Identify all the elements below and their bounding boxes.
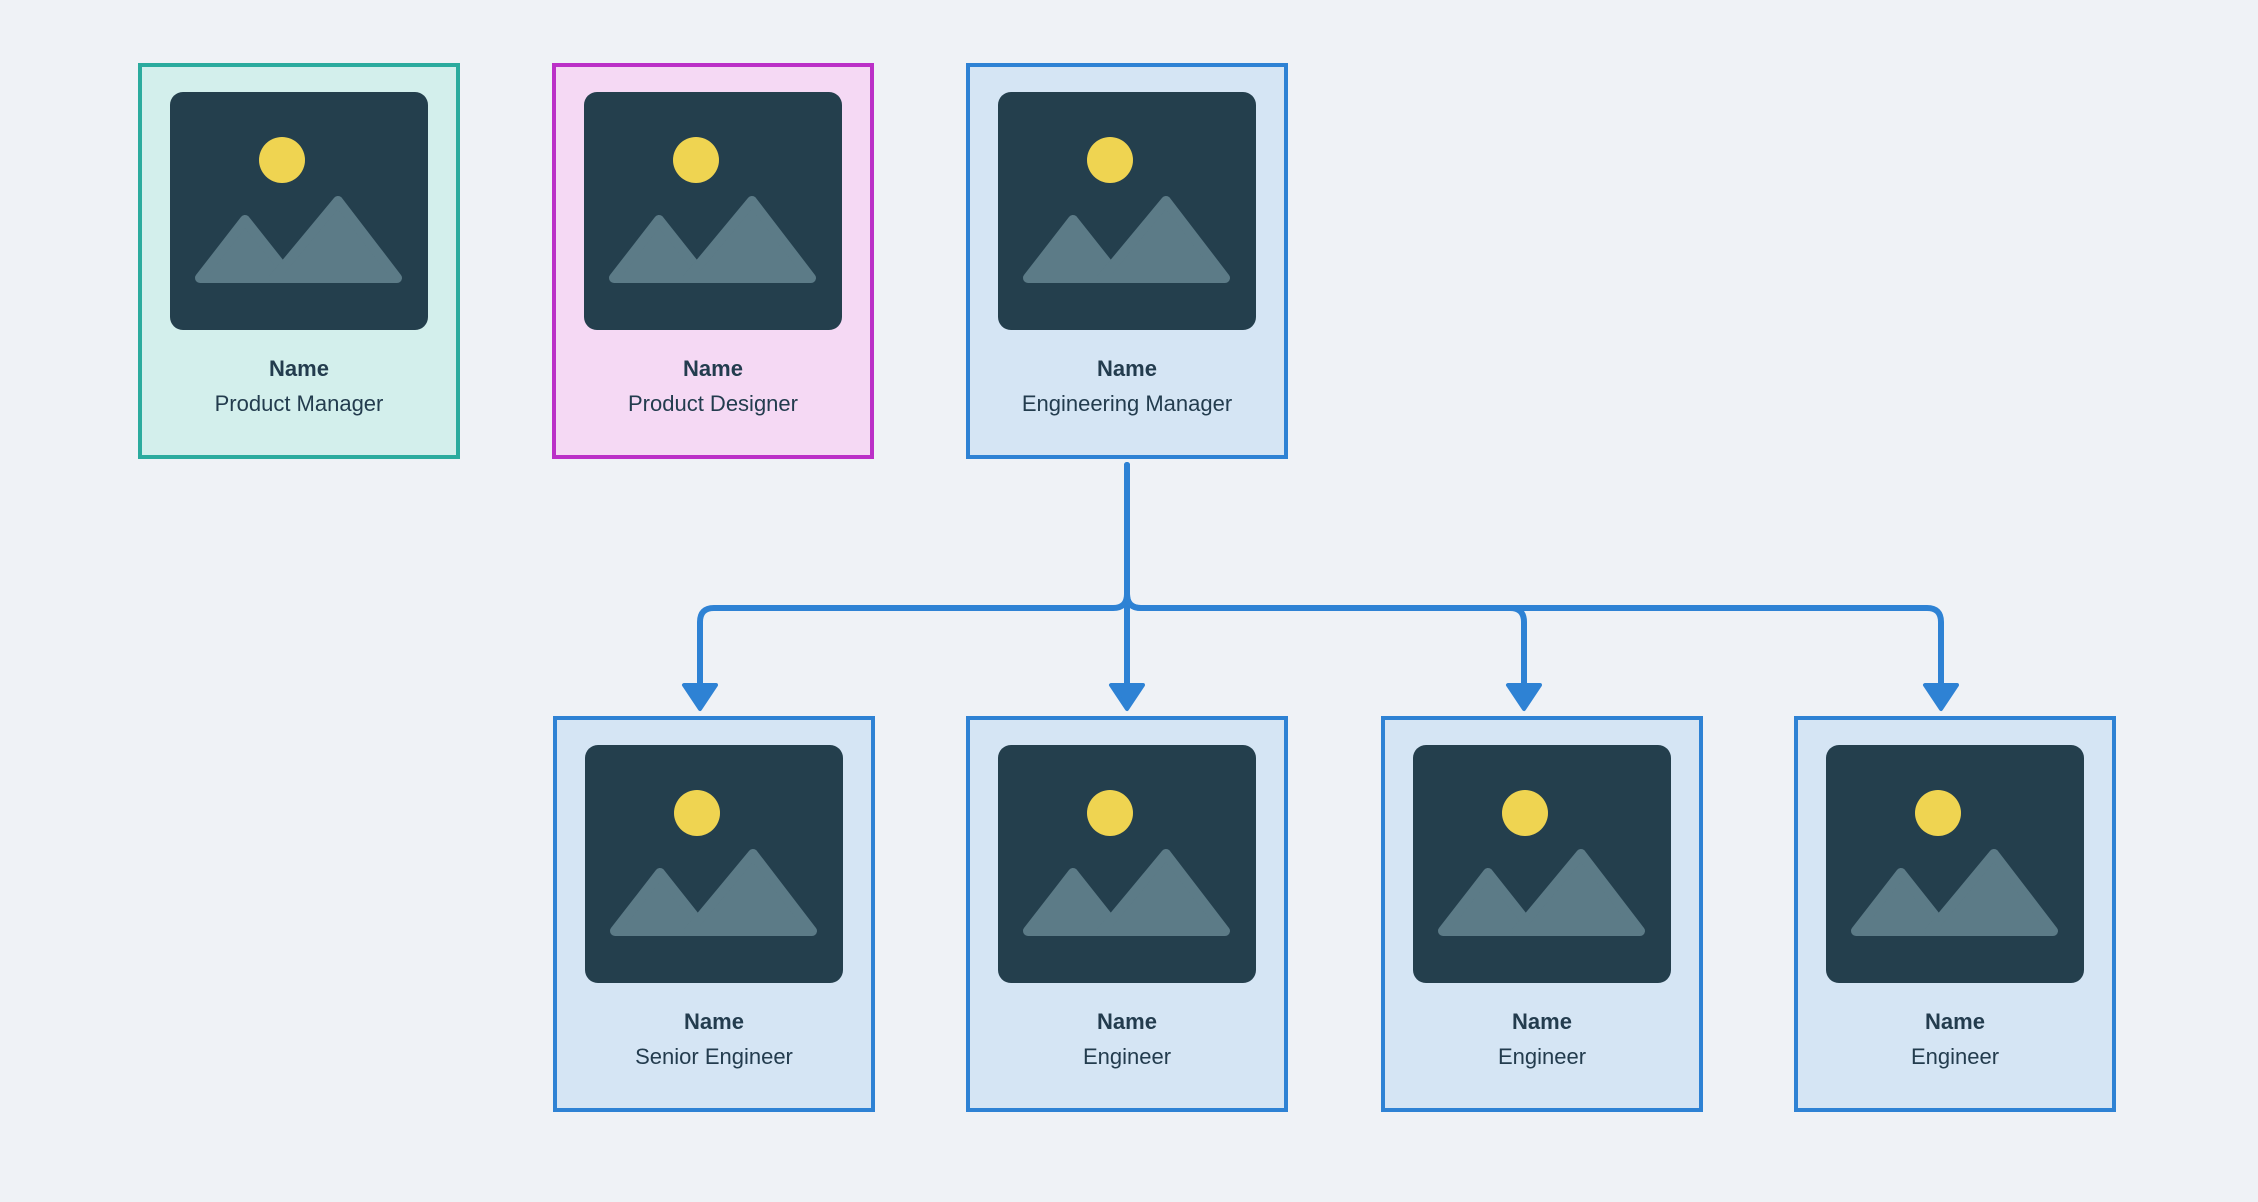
arrowhead-icon xyxy=(682,683,718,711)
person-name: Name xyxy=(684,1009,744,1034)
org-card-engineering-manager[interactable]: Name Engineering Manager xyxy=(966,63,1288,459)
person-role: Engineer xyxy=(1910,1044,2000,1069)
person-role: Product Manager xyxy=(214,391,384,416)
person-name: Name xyxy=(683,356,743,381)
person-role: Engineer xyxy=(1082,1044,1172,1069)
arrowhead-icon xyxy=(1506,683,1542,711)
org-card-engineer-3[interactable]: Name Engineer xyxy=(1794,716,2116,1112)
person-name: Name xyxy=(1925,1009,1985,1034)
image-placeholder-icon xyxy=(170,92,428,330)
org-card-senior-engineer[interactable]: Name Senior Engineer xyxy=(553,716,875,1112)
photo-placeholder xyxy=(585,745,843,983)
person-name: Name xyxy=(1512,1009,1572,1034)
image-placeholder-icon xyxy=(1413,745,1671,983)
org-card-product-manager[interactable]: Name Product Manager xyxy=(138,63,460,459)
image-placeholder-icon xyxy=(584,92,842,330)
arrowhead-icon xyxy=(1109,683,1145,711)
person-role: Engineer xyxy=(1497,1044,1587,1069)
person-role: Engineering Manager xyxy=(1021,391,1233,416)
person-name: Name xyxy=(1097,1009,1157,1034)
photo-placeholder xyxy=(998,745,1256,983)
person-role: Product Designer xyxy=(628,391,798,416)
person-name: Name xyxy=(1097,356,1157,381)
arrowhead-icon xyxy=(1923,683,1959,711)
connector-to-engineer-2 xyxy=(1124,462,1527,689)
photo-placeholder xyxy=(1413,745,1671,983)
image-placeholder-icon xyxy=(998,745,1256,983)
org-card-product-designer[interactable]: Name Product Designer xyxy=(552,63,874,459)
org-card-engineer-1[interactable]: Name Engineer xyxy=(966,716,1288,1112)
connector-to-senior-engineer xyxy=(697,462,1130,689)
person-role: Senior Engineer xyxy=(635,1044,793,1069)
photo-placeholder xyxy=(170,92,428,330)
org-card-engineer-2[interactable]: Name Engineer xyxy=(1381,716,1703,1112)
image-placeholder-icon xyxy=(1826,745,2084,983)
image-placeholder-icon xyxy=(998,92,1256,330)
image-placeholder-icon xyxy=(585,745,843,983)
connector-to-engineer-3 xyxy=(1124,462,1944,689)
photo-placeholder xyxy=(998,92,1256,330)
person-name: Name xyxy=(269,356,329,381)
photo-placeholder xyxy=(584,92,842,330)
photo-placeholder xyxy=(1826,745,2084,983)
